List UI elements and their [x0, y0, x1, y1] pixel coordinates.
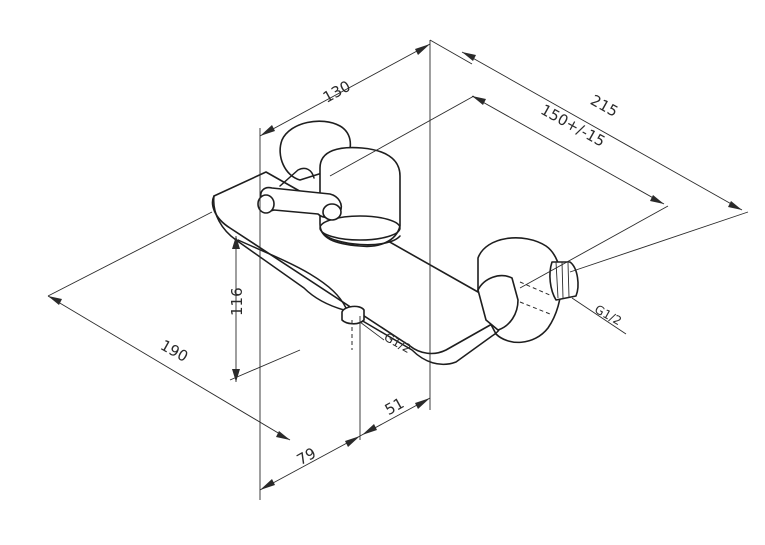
- lever-pivot: [322, 203, 342, 221]
- right-connector: [477, 274, 519, 331]
- dim-79-label: 79: [294, 444, 319, 469]
- bottom-outlet: [341, 305, 365, 325]
- dim-116-label: 116: [228, 287, 246, 316]
- dim-190-label: 190: [157, 336, 191, 366]
- lever-tip: [257, 194, 275, 214]
- dim-130-label: 130: [320, 77, 354, 107]
- wall-inlet-thread-label: G1/2: [592, 302, 624, 328]
- body-side: [213, 195, 503, 366]
- hidden-line-right: [519, 281, 553, 315]
- cartridge-ring: [319, 215, 401, 241]
- body-front-contour: [237, 239, 347, 309]
- dimension-lines: [47, 39, 749, 500]
- dim-51-label: 51: [382, 394, 407, 419]
- faucet-body: [211, 120, 579, 366]
- dim-215-label: 215: [587, 91, 621, 121]
- inlet-stub: [549, 261, 579, 301]
